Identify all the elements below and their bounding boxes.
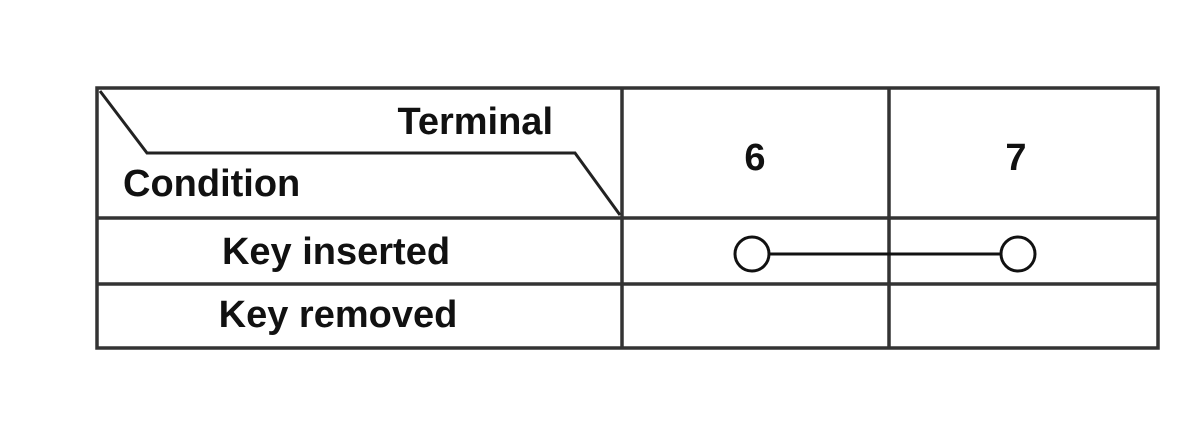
- terminal-header-label: Terminal: [397, 101, 553, 143]
- terminal-7-label: 7: [1005, 137, 1026, 179]
- condition-header-label: Condition: [123, 163, 300, 205]
- terminal-6-label: 6: [744, 137, 765, 179]
- header-corner-divider: [98, 90, 622, 216]
- continuity-node-terminal-7: [999, 235, 1037, 273]
- row-key-inserted-label: Key inserted: [222, 231, 450, 273]
- row-key-removed-label: Key removed: [219, 294, 458, 336]
- continuity-node-terminal-6: [733, 235, 771, 273]
